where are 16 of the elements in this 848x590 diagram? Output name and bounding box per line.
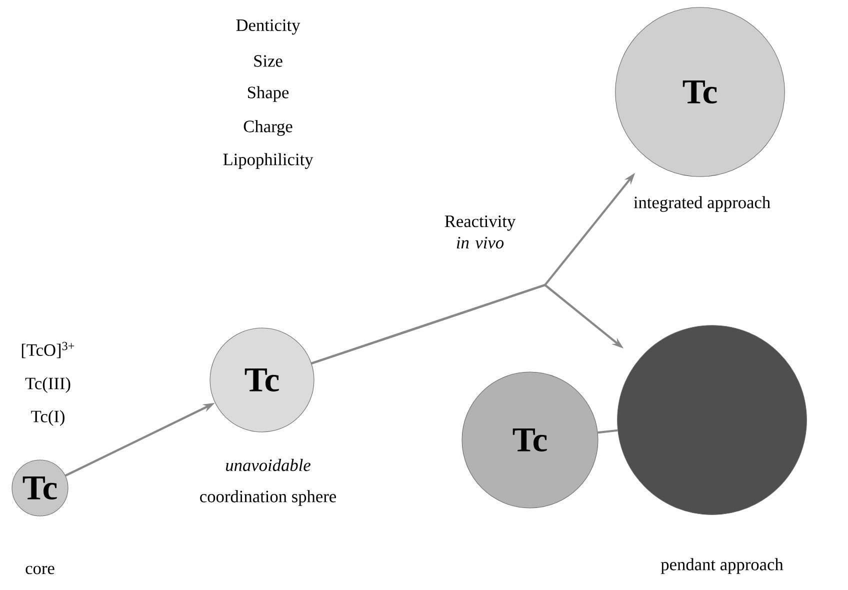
edge-label: Reactivity in vivo xyxy=(444,216,516,248)
sphere-circle xyxy=(617,325,807,515)
node-label: pendant approach xyxy=(660,558,784,574)
label: Tc(I) xyxy=(31,410,64,426)
label: Size xyxy=(254,55,282,67)
node-label: coordination sphere xyxy=(200,490,336,506)
label: Lipophilicity xyxy=(223,153,314,169)
label: Tc(III) xyxy=(25,377,70,393)
connector-line xyxy=(598,429,618,434)
node-label: core xyxy=(26,566,54,574)
node-label: unavoidable xyxy=(226,458,310,472)
label: Shape xyxy=(248,86,289,102)
node-label: integrated approach xyxy=(634,196,770,212)
label: Denticity xyxy=(236,19,300,35)
label: Charge xyxy=(244,120,292,136)
label: [TcO]$^{3+}$ xyxy=(22,342,74,358)
